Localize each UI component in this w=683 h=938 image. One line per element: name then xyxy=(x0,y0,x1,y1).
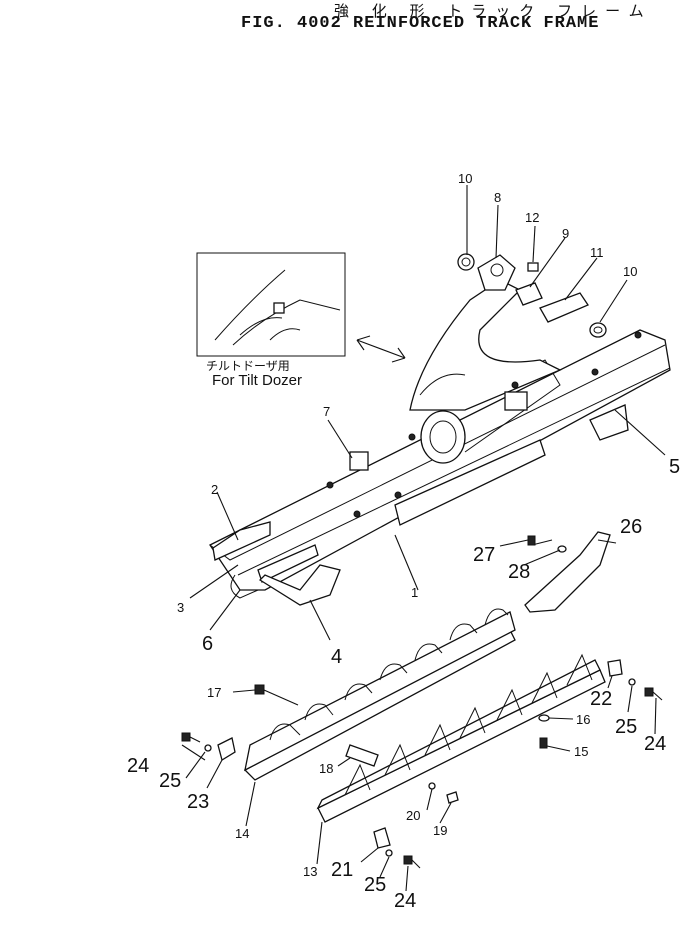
callout-1: 1 xyxy=(411,585,418,600)
bolt-24-bottom xyxy=(403,855,413,865)
callout-8: 8 xyxy=(494,190,501,205)
tilt-bracket xyxy=(349,451,369,471)
callout-24-right: 24 xyxy=(644,733,666,755)
callout-13: 13 xyxy=(303,864,317,879)
callout-9: 9 xyxy=(562,226,569,241)
washer-25-right xyxy=(628,678,636,686)
callout-11: 11 xyxy=(590,245,604,260)
callout-27: 27 xyxy=(473,544,495,566)
top-block xyxy=(504,391,528,411)
callout-17: 17 xyxy=(207,685,221,700)
callout-12: 12 xyxy=(525,210,539,225)
frame-rear-plate xyxy=(257,544,319,583)
callout-20: 20 xyxy=(406,808,420,823)
callout-3: 3 xyxy=(177,600,184,615)
callout-25-right: 25 xyxy=(615,716,637,738)
clamp-21 xyxy=(373,827,391,849)
callout-24-left: 24 xyxy=(127,755,149,777)
washer-25-left xyxy=(204,744,212,752)
callout-2: 2 xyxy=(211,482,218,497)
callout-25-left: 25 xyxy=(159,770,181,792)
callout-16: 16 xyxy=(576,712,590,727)
callout-22: 22 xyxy=(590,688,612,710)
cover-26 xyxy=(524,531,611,613)
callout-7: 7 xyxy=(323,404,330,419)
bolt-15 xyxy=(539,737,548,749)
track-guide-13 xyxy=(316,653,606,823)
grease-fitting xyxy=(527,262,539,272)
washer-16 xyxy=(538,714,550,722)
callout-10-right: 10 xyxy=(623,264,637,279)
frame-slot xyxy=(394,439,546,526)
callout-24-bottom: 24 xyxy=(394,890,416,912)
callout-4: 4 xyxy=(331,646,342,668)
pin-11 xyxy=(539,292,589,323)
reference-arrow xyxy=(356,335,406,363)
washer-20 xyxy=(428,782,436,790)
inset-frame xyxy=(196,252,346,357)
callout-23: 23 xyxy=(187,791,209,813)
callout-15: 15 xyxy=(574,744,588,759)
callout-26: 26 xyxy=(620,516,642,538)
bolt-24-left xyxy=(181,732,191,742)
callout-6: 6 xyxy=(202,633,213,655)
clamp-22 xyxy=(607,659,623,677)
callout-21: 21 xyxy=(331,859,353,881)
callout-28: 28 xyxy=(508,561,530,583)
tilt-dozer-inset xyxy=(196,252,346,357)
inset-label-japanese: チルトドーザ用 xyxy=(206,359,290,373)
seal-10-left xyxy=(457,253,475,271)
callout-5: 5 xyxy=(669,456,680,478)
bolt-17 xyxy=(254,684,299,706)
plate-23 xyxy=(217,737,236,762)
pin-18 xyxy=(345,744,379,767)
pivot-housing xyxy=(420,410,466,464)
inset-bracket xyxy=(273,302,285,314)
callout-18: 18 xyxy=(319,761,333,776)
callout-10-upper: 10 xyxy=(458,171,472,186)
callout-labels: 1 2 3 4 5 6 7 8 9 10 10 11 12 13 14 15 1… xyxy=(127,171,680,912)
bolt-24-right xyxy=(644,687,654,697)
nut-19 xyxy=(446,791,459,804)
track-guide-14 xyxy=(243,608,516,781)
inset-label: For Tilt Dozer xyxy=(212,372,303,389)
callout-19: 19 xyxy=(433,823,447,838)
washer-28 xyxy=(557,545,567,553)
callout-14: 14 xyxy=(235,826,249,841)
leader-lines xyxy=(181,185,666,892)
bolt-27 xyxy=(527,535,536,546)
figure-title: FIG. 4002 REINFORCED TRACK FRAME xyxy=(241,14,600,33)
rear-guard xyxy=(258,564,341,606)
callout-25-bottom: 25 xyxy=(364,874,386,896)
cover-assembly xyxy=(524,531,611,613)
bushing-9 xyxy=(515,282,543,306)
seal-10-right xyxy=(589,322,607,338)
figure-title-japanese: 強 化 形 トラック フレーム xyxy=(334,2,653,20)
guard-rod xyxy=(230,574,259,599)
washer-25-bottom xyxy=(385,849,393,857)
pivot-parts xyxy=(457,253,607,338)
